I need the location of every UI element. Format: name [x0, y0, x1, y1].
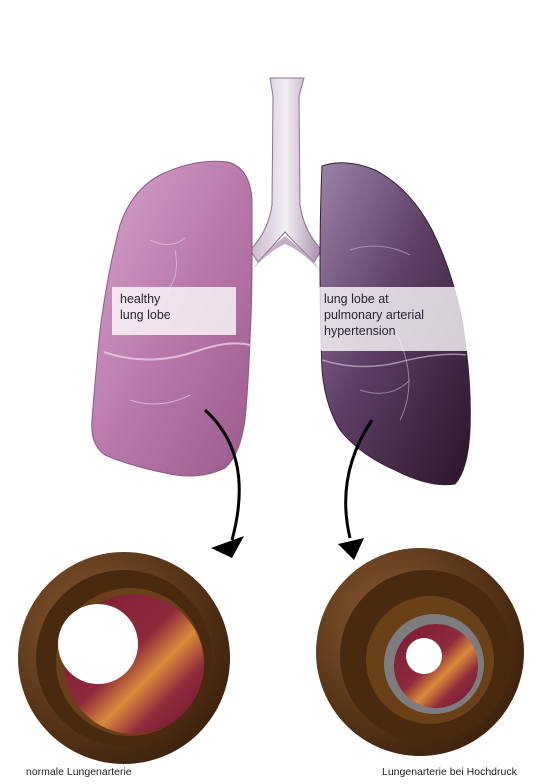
- hypertension-line-3: hypertension: [324, 323, 460, 339]
- hypertension-artery-icon: [316, 548, 524, 756]
- hypertension-line-2: pulmonary arterial: [324, 307, 460, 323]
- healthy-line-2: lung lobe: [120, 307, 228, 323]
- arrow-right-head: [338, 538, 364, 560]
- normal-artery-icon: [18, 552, 230, 764]
- normal-artery-caption: normale Lungenarterie: [26, 766, 132, 778]
- hypertension-artery-caption: Lungenarterie bei Hochdruck: [382, 766, 517, 778]
- trachea: [250, 78, 322, 262]
- hypertension-line-1: lung lobe at: [324, 291, 460, 307]
- healthy-line-1: healthy: [120, 291, 228, 307]
- healthy-lobe-label: healthy lung lobe: [112, 287, 236, 335]
- arrow-left-head: [211, 536, 244, 558]
- hypertension-lobe-label: lung lobe at pulmonary arterial hyperten…: [316, 287, 468, 351]
